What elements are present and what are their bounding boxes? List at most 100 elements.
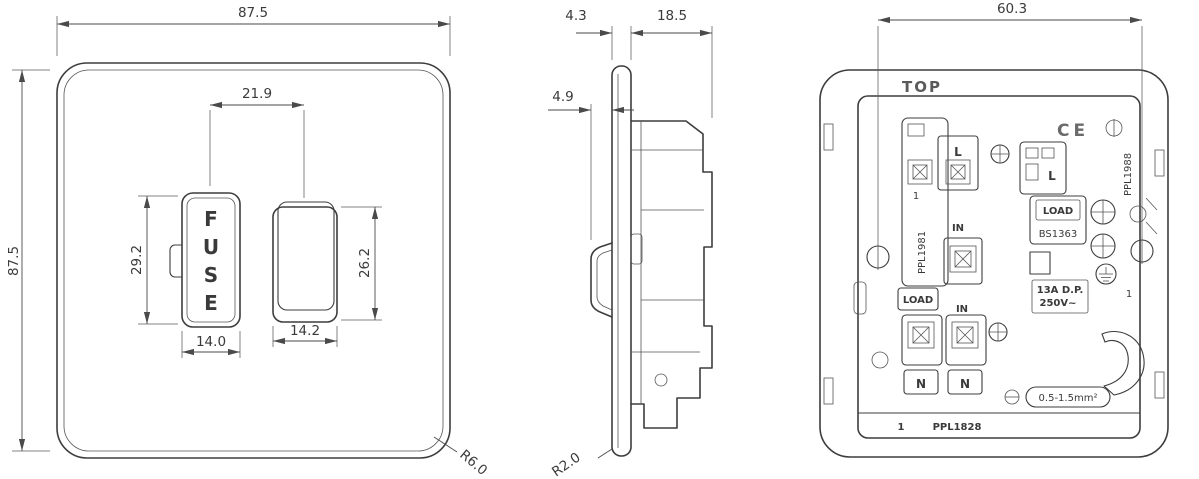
dim-body-depth: 18.5 xyxy=(631,8,713,118)
fuse-letter-s: S xyxy=(204,263,218,287)
standard-label: BS1363 xyxy=(1039,229,1077,240)
index-top-left: 1 xyxy=(913,191,919,202)
switch-width-label: 14.2 xyxy=(290,323,320,339)
load-left-label: LOAD xyxy=(903,295,933,306)
fuse-holder: F U S E xyxy=(169,192,241,328)
dim-front-height: 87.5 xyxy=(6,69,50,452)
front-view: F U S E 87.5 87.5 21.9 xyxy=(6,5,490,479)
side-radius-label: R2.0 xyxy=(549,449,583,479)
cable-entry-tick-2 xyxy=(1145,221,1158,235)
terminal-neutral-left: N xyxy=(901,314,943,395)
fixing-boss-left xyxy=(866,244,890,270)
top-orientation-label: TOP xyxy=(902,78,942,96)
fuse-letter-u: U xyxy=(203,235,219,259)
index-right: 1 xyxy=(1126,289,1132,300)
fuse-holder-outline xyxy=(181,192,241,328)
fuse-width-label: 14.0 xyxy=(196,334,226,350)
plate-thickness-label: 4.3 xyxy=(565,8,586,24)
side-rocker-inner xyxy=(596,249,613,311)
rating-amps-label: 13A D.P. xyxy=(1037,285,1084,296)
fixing-boss-right xyxy=(1130,238,1154,264)
fuse-clip xyxy=(169,244,182,278)
earth-terminal xyxy=(1095,263,1117,285)
side-plate-profile xyxy=(611,65,632,457)
ce-mark: CE xyxy=(1057,121,1089,141)
cable-range-box: 0.5-1.5mm² xyxy=(1025,386,1111,408)
screw-symbol-top-right xyxy=(1105,119,1123,137)
dim-rocker-projection: 4.9 xyxy=(548,89,634,240)
fuse-letter-f: F xyxy=(204,207,218,231)
switch-rocker xyxy=(277,201,335,311)
box-clip-left xyxy=(853,281,867,315)
side-clip xyxy=(630,233,643,265)
front-height-label: 87.5 xyxy=(6,246,22,276)
centers-label: 21.9 xyxy=(242,86,272,102)
callout-side-radius: R2.0 xyxy=(549,448,613,479)
terminal-neutral-right: N xyxy=(945,314,987,395)
side-screw-boss xyxy=(654,373,668,387)
dim-fuse-height: 29.2 xyxy=(129,195,178,325)
terminal-live-right-label: L xyxy=(1048,169,1056,183)
screw-symbol-bottom xyxy=(1004,389,1020,405)
fuse-window xyxy=(1029,251,1051,275)
neutral-right-label: N xyxy=(960,377,970,391)
switch-module-back: 1 PPL1981 xyxy=(901,117,949,287)
terminal-live-top: L xyxy=(937,135,979,191)
fuse-module: LOAD BS1363 13A D.P. 250V~ xyxy=(1029,195,1089,314)
side-back-assembly xyxy=(630,120,713,429)
back-plate-outline xyxy=(819,69,1169,458)
terminal-live-top-label: L xyxy=(954,145,962,159)
part-no-right: PPL1988 xyxy=(1123,153,1134,196)
fuse-holder-inner xyxy=(186,197,236,323)
screw-center-bottom xyxy=(988,322,1008,342)
rocker-projection-label: 4.9 xyxy=(552,89,573,105)
in-bottom-label: IN xyxy=(956,304,968,315)
front-plate-outline xyxy=(56,62,451,459)
boss-left-lower xyxy=(871,351,889,369)
part-no-left: PPL1981 xyxy=(917,231,928,274)
boss-right-upper xyxy=(1129,205,1147,223)
dim-centers: 21.9 xyxy=(209,86,305,198)
rating-volts-label: 250V~ xyxy=(1040,298,1077,309)
neutral-left-label: N xyxy=(916,377,926,391)
dim-switch-height: 26.2 xyxy=(341,206,382,321)
mount-lug-left-bottom xyxy=(823,377,834,405)
dim-switch-width: 14.2 xyxy=(272,323,338,347)
dim-plate-thickness: 4.3 xyxy=(565,8,632,60)
terminal-live-right: L xyxy=(1019,141,1067,195)
back-view: 60.3 TOP CE 1 PPL1981 xyxy=(819,1,1169,458)
dim-front-width: 87.5 xyxy=(56,5,451,56)
front-width-label: 87.5 xyxy=(238,5,268,21)
dim-fixing-centres: 60.3 xyxy=(877,1,1143,244)
screw-right-lower xyxy=(1090,233,1116,259)
load-left-box: LOAD xyxy=(897,287,939,311)
part-no-bottom: PPL1828 xyxy=(933,422,982,433)
load-center-label: LOAD xyxy=(1043,206,1073,217)
back-box-outline xyxy=(857,95,1141,439)
body-depth-label: 18.5 xyxy=(657,8,687,24)
mount-lug-right-bottom xyxy=(1154,371,1165,399)
side-rocker-profile xyxy=(590,242,613,318)
cable-entry-tick-1 xyxy=(1145,197,1158,211)
fuse-letter-e: E xyxy=(204,291,218,315)
side-view: 4.3 18.5 4.9 R2.0 xyxy=(548,8,713,479)
switch-surround xyxy=(272,206,338,323)
front-radius-label: R6.0 xyxy=(456,447,490,479)
in-top-label: IN xyxy=(952,223,964,234)
fixing-centres-label: 60.3 xyxy=(997,1,1027,17)
rocker-switch xyxy=(272,201,338,323)
terminal-in-top xyxy=(943,237,983,285)
cable-clamp xyxy=(1101,330,1145,396)
switch-height-label: 26.2 xyxy=(357,248,373,278)
screw-center-top xyxy=(990,144,1010,164)
callout-front-radius: R6.0 xyxy=(433,436,490,479)
dim-fuse-width: 14.0 xyxy=(181,331,241,358)
screw-right-upper xyxy=(1090,199,1116,225)
mount-lug-right-top xyxy=(1154,149,1165,177)
mount-lug-left-top xyxy=(823,123,834,151)
fuse-height-label: 29.2 xyxy=(129,245,145,275)
cable-range-label: 0.5-1.5mm² xyxy=(1039,393,1098,404)
bottom-index: 1 xyxy=(898,422,905,433)
